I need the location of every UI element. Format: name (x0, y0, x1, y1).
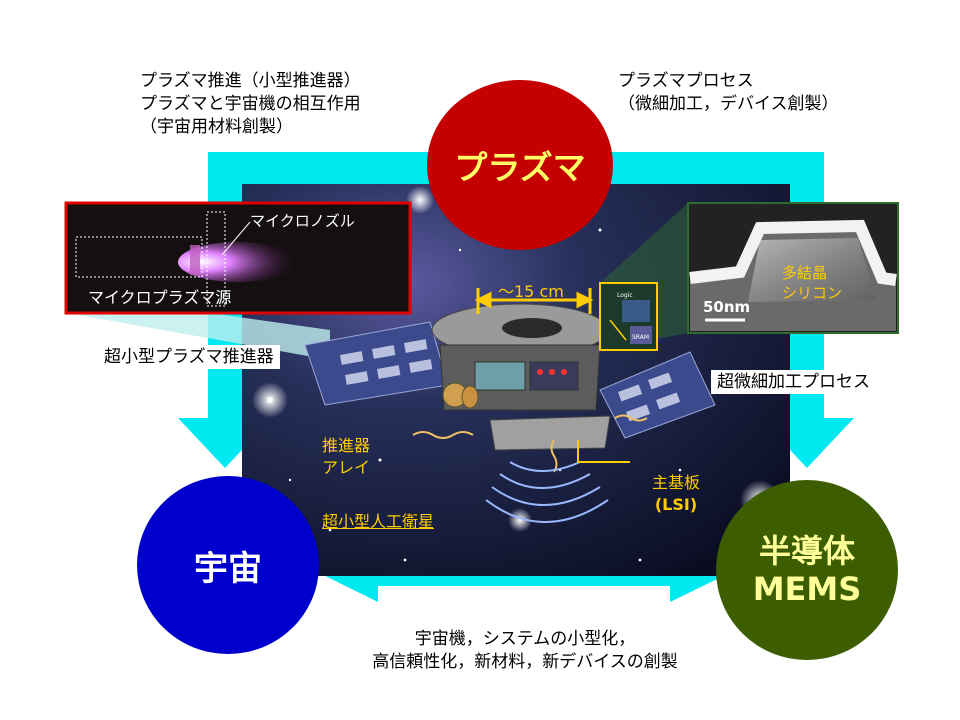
size-label: ～15 cm (498, 282, 564, 301)
top-right-text: プラズマプロセス （微細加工，デバイス創製） (618, 70, 839, 116)
thruster-array-label-1: 推進器 (322, 436, 371, 455)
main-board-label-1: 主基板 (652, 473, 701, 492)
nozzle-box-outline (206, 211, 226, 307)
semiconductor-label-2: MEMS (752, 570, 862, 608)
thruster-array-label: 推進器 アレイ (322, 435, 370, 479)
thruster-array-label-2: アレイ (322, 458, 371, 477)
satellite-label: 超小型人工衛星 (322, 512, 435, 531)
source-box-outline (75, 236, 203, 278)
top-left-text: プラズマ推進（小型推進器） プラズマと宇宙機の相互作用 （宇宙用材料創製） (140, 70, 361, 139)
bottom-line-2: 高信頼性化，新材料，新デバイスの創製 (372, 652, 678, 672)
main-board (489, 415, 611, 451)
sem-label-1: 多結晶 (782, 264, 828, 282)
top-left-line-2: プラズマと宇宙機の相互作用 (140, 94, 361, 114)
plasma-label: プラズマ (454, 148, 586, 187)
semiconductor-label-1: 半導体 (758, 532, 855, 570)
bottom-line-1: 宇宙機，システムの小型化， (414, 629, 636, 649)
radio-waves (485, 461, 609, 523)
chip-logic-label: Logic (617, 292, 633, 299)
space-circle: 宇宙 (137, 476, 319, 654)
main-board-label-2: (LSI) (654, 495, 698, 514)
main-board-label: 主基板 (LSI) (652, 472, 700, 516)
sem-label: 多結晶 シリコン (782, 263, 842, 303)
frame-top-right (610, 152, 824, 184)
right-process-box: 超微細加工プロセス (711, 370, 876, 394)
size-bracket (474, 288, 594, 314)
micro-nozzle-label: マイクロノズル (250, 212, 355, 230)
plasma-plume (178, 242, 298, 282)
micro-plasma-source-label: マイクロプラズマ源 (88, 288, 232, 307)
top-left-line-3: （宇宙用材料創製） (140, 117, 293, 137)
top-right-line-1: プラズマプロセス (618, 71, 754, 91)
bottom-text: 宇宙機，システムの小型化， 高信頼性化，新材料，新デバイスの創製 (330, 628, 720, 674)
chip-sram-label: SRAM (632, 334, 650, 341)
satellite-illustration (304, 288, 716, 523)
space-label: 宇宙 (194, 548, 262, 589)
left-thruster-box: 超小型プラズマ推進器 (98, 345, 280, 369)
semiconductor-circle: 半導体 MEMS (716, 480, 898, 660)
top-left-line-1: プラズマ推進（小型推進器） (140, 71, 361, 91)
plasma-circle: プラズマ (427, 80, 613, 250)
sem-label-2: シリコン (782, 284, 843, 302)
top-right-line-2: （微細加工，デバイス創製） (618, 94, 839, 114)
frame-top-left (208, 152, 444, 184)
sem-scale-label: 50nm (703, 298, 751, 316)
